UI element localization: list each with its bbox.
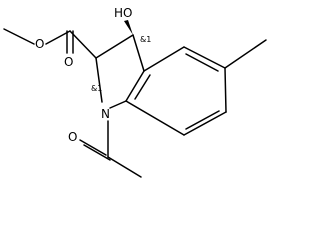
bond-n-c2	[95, 57, 103, 103]
bond-ester-to-ring	[69, 30, 97, 59]
bond-acetyl-methyl	[107, 156, 142, 178]
bond-c3-c3a	[132, 34, 145, 72]
bond-methyl-o	[3, 28, 35, 45]
bond-acetyl-carbonyl-2	[83, 144, 111, 161]
ester-ether-oxygen-label: O	[35, 37, 44, 51]
bond-inner-c3a-c7a	[134, 74, 151, 100]
bond-acetyl-carbonyl-1	[79, 139, 107, 156]
bond-c5-methyl	[224, 39, 267, 69]
structure-canvas: HO O O N O &1 &1	[3, 6, 267, 178]
bond-inner-c6-c7	[185, 110, 220, 130]
bond-c7-c7a	[125, 100, 185, 136]
bond-c5-c6	[224, 67, 227, 113]
bond-o-carbonyl	[45, 30, 71, 45]
bond-c4-c5	[183, 46, 226, 69]
bond-c3a-c4	[143, 46, 185, 72]
ring-nitrogen-label: N	[101, 107, 110, 121]
bond-inner-c4-c5	[185, 53, 219, 72]
stereo-label-c2: &1	[91, 84, 102, 93]
hydroxyl-label: HO	[114, 6, 132, 20]
stereo-label-c3: &1	[140, 35, 151, 44]
ester-carbonyl-oxygen-label: O	[64, 55, 73, 69]
wedge-c3-oh	[124, 20, 133, 35]
structure-drawing: HO O O N O &1 &1	[3, 6, 267, 178]
bond-c6-c7	[183, 111, 227, 136]
acetyl-oxygen-label: O	[68, 130, 77, 144]
bond-c3a-c7a	[125, 70, 145, 102]
bond-c7a-n	[109, 100, 127, 109]
bond-c2-c3	[95, 34, 134, 59]
